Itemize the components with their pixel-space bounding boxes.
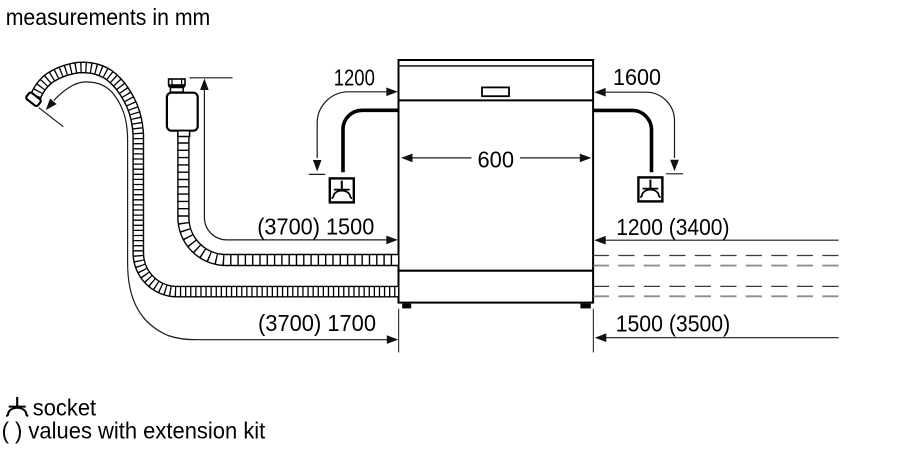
svg-text:( ) values with extension kit: ( ) values with extension kit [2, 417, 266, 443]
svg-text:(3700) 1700: (3700) 1700 [258, 310, 376, 336]
svg-text:1200: 1200 [334, 65, 375, 91]
svg-text:measurements in mm: measurements in mm [6, 4, 211, 30]
svg-text:1200 (3400): 1200 (3400) [616, 214, 729, 240]
svg-text:1600: 1600 [613, 64, 661, 90]
svg-text:1500 (3500): 1500 (3500) [616, 311, 731, 337]
svg-text:socket: socket [33, 395, 97, 421]
svg-text:(3700) 1500: (3700) 1500 [257, 214, 374, 240]
svg-text:600: 600 [478, 146, 515, 172]
